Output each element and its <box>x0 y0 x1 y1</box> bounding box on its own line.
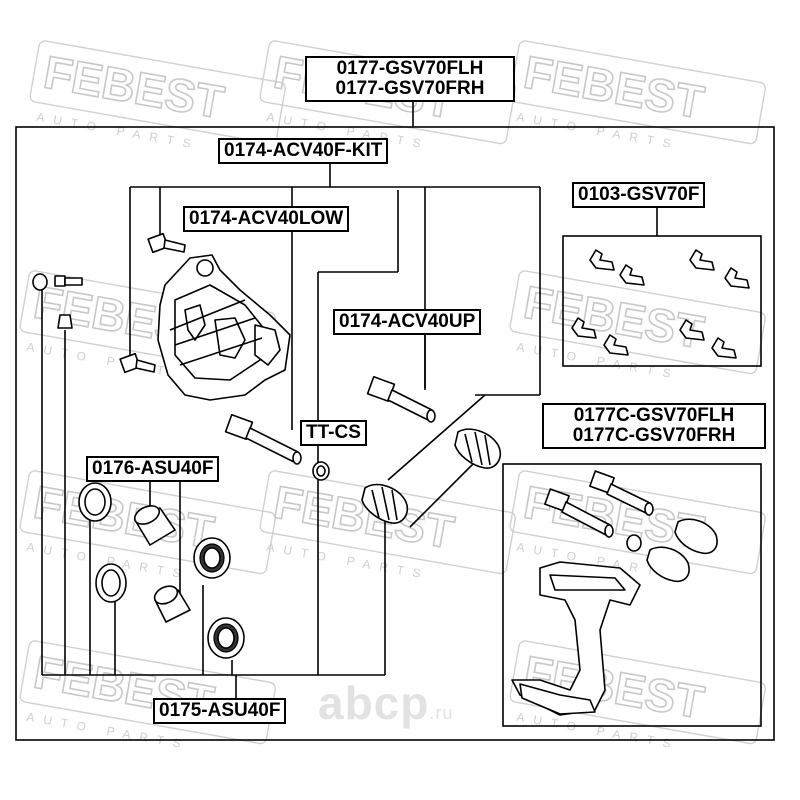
fitting-leaders <box>41 290 66 675</box>
piston-seal-2 <box>207 617 245 659</box>
bracket-box <box>502 463 762 727</box>
site-watermark-name: abcp <box>318 677 430 729</box>
bleeder-fitting <box>32 273 83 329</box>
bracket-pins <box>544 470 654 552</box>
pad-clip <box>603 334 629 356</box>
seal-ring-1 <box>78 482 112 522</box>
guide-pin-low <box>224 413 302 465</box>
caliper-bracket <box>511 561 641 716</box>
clips-box <box>562 235 762 367</box>
dust-boot-2 <box>361 483 409 524</box>
bracket-label-rh: 0177C-GSV70FRH <box>572 425 736 446</box>
bracket-boots <box>646 518 718 583</box>
pad-clip <box>724 267 750 289</box>
dust-boot-1 <box>454 428 502 469</box>
ttcs-label: TT-CS <box>300 420 367 446</box>
up-label: 0174-ACV40UP <box>333 309 482 335</box>
site-watermark: abcp.ru <box>318 676 453 730</box>
kit-label: 0174-ACV40F-KIT <box>218 138 389 164</box>
seal-kit-label: 0175-ASU40F <box>153 698 287 724</box>
caliper-bolt-top <box>147 232 186 254</box>
assembly-label: 0177-GSV70FLH 0177-GSV70FRH <box>305 56 515 102</box>
assembly-label-lh: 0177-GSV70FLH <box>336 58 484 79</box>
piston-1 <box>133 505 176 546</box>
seal-kit-leaders <box>42 520 385 700</box>
pad-clip <box>619 264 645 286</box>
caliper-body <box>157 254 291 401</box>
guide-pin-up <box>366 375 436 423</box>
boot-leaders <box>384 394 486 675</box>
caliper-bolt-bottom <box>119 352 156 374</box>
pad-clip <box>689 249 715 271</box>
watermark-frame <box>29 40 286 145</box>
piston-seal-1 <box>193 537 231 579</box>
assembly-label-rh: 0177-GSV70FRH <box>335 78 485 99</box>
pad-clip <box>711 337 737 359</box>
ttcs-bushing <box>312 461 330 481</box>
seal-ring-2 <box>95 563 127 603</box>
pad-clip <box>571 317 597 339</box>
watermark-frame <box>19 470 276 575</box>
outer-frame <box>15 126 775 741</box>
clips-label: 0103-GSV70F <box>572 182 706 208</box>
pad-clip <box>679 319 705 341</box>
bracket-label-lh: 0177C-GSV70FLH <box>573 405 735 426</box>
kit-leaders <box>129 160 541 396</box>
piston-kit-label: 0176-ASU40F <box>86 456 220 482</box>
piston-2 <box>153 585 191 623</box>
pad-clip <box>589 249 615 271</box>
bracket-label: 0177C-GSV70FLH 0177C-GSV70FRH <box>542 403 766 449</box>
site-watermark-tld: .ru <box>429 703 454 723</box>
low-label: 0174-ACV40LOW <box>183 206 350 232</box>
pad-clips <box>571 249 750 359</box>
